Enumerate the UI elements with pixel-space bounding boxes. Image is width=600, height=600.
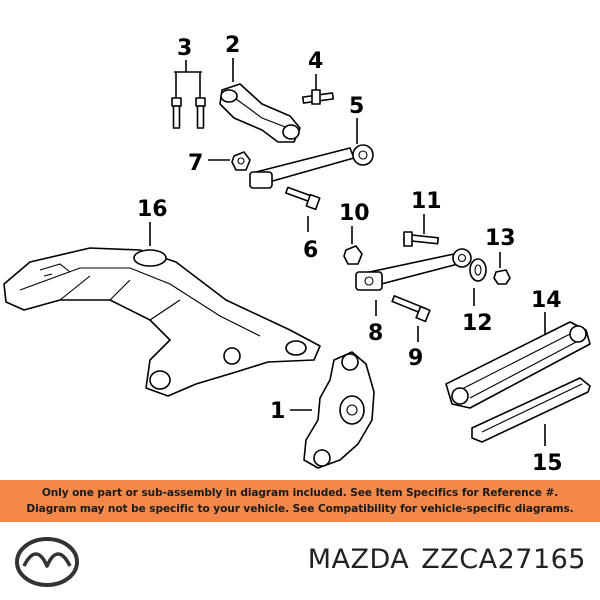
bolt-4	[301, 89, 335, 105]
callout-10: 10	[339, 201, 370, 226]
shield-15	[471, 377, 591, 443]
bolt-pair-3	[171, 97, 206, 129]
part-caption: MAZDA ZZCA27165	[296, 544, 586, 575]
callout-5: 5	[349, 94, 364, 119]
trailing-arm-14	[445, 321, 591, 409]
bolt-6	[285, 186, 321, 211]
part-number: ZZCA27165	[421, 544, 586, 575]
mazda-logo-icon	[15, 537, 79, 587]
callout-13: 13	[485, 226, 516, 251]
bolt-9	[391, 295, 431, 323]
callout-4: 4	[308, 49, 323, 74]
brand-name: MAZDA	[307, 544, 410, 575]
nut-10	[343, 245, 363, 265]
callout-7: 7	[188, 151, 203, 176]
callout-14: 14	[531, 288, 562, 313]
knuckle-1	[303, 351, 375, 469]
callout-15: 15	[532, 451, 563, 476]
parts-diagram: 3 2 4 5 7 16 10 11 13 6 14 12 8 9 1 15	[3, 33, 591, 476]
callout-9: 9	[408, 346, 423, 371]
callout-6: 6	[303, 238, 318, 263]
callout-12: 12	[462, 311, 493, 336]
callout-1: 1	[270, 399, 285, 424]
upper-arm-2	[219, 83, 301, 143]
callout-11: 11	[411, 189, 442, 214]
diagram-disclaimer: Only one part or sub-assembly in diagram…	[0, 480, 600, 522]
footer: MAZDA ZZCA27165	[0, 522, 600, 600]
lateral-link-8	[355, 248, 472, 291]
callout-8: 8	[368, 321, 383, 346]
callout-16: 16	[137, 197, 168, 222]
leader-lines	[149, 58, 546, 446]
callout-3: 3	[177, 36, 192, 61]
callout-2: 2	[225, 33, 240, 58]
bushing-12	[469, 258, 487, 282]
bolt-11	[402, 231, 440, 247]
nut-7	[231, 151, 251, 171]
crossmember-16	[3, 247, 321, 397]
disclaimer-line-1: Only one part or sub-assembly in diagram…	[41, 487, 559, 499]
nut-13	[493, 269, 511, 285]
lateral-link-5	[249, 144, 374, 189]
disclaimer-line-2: Diagram may not be specific to your vehi…	[26, 503, 574, 515]
